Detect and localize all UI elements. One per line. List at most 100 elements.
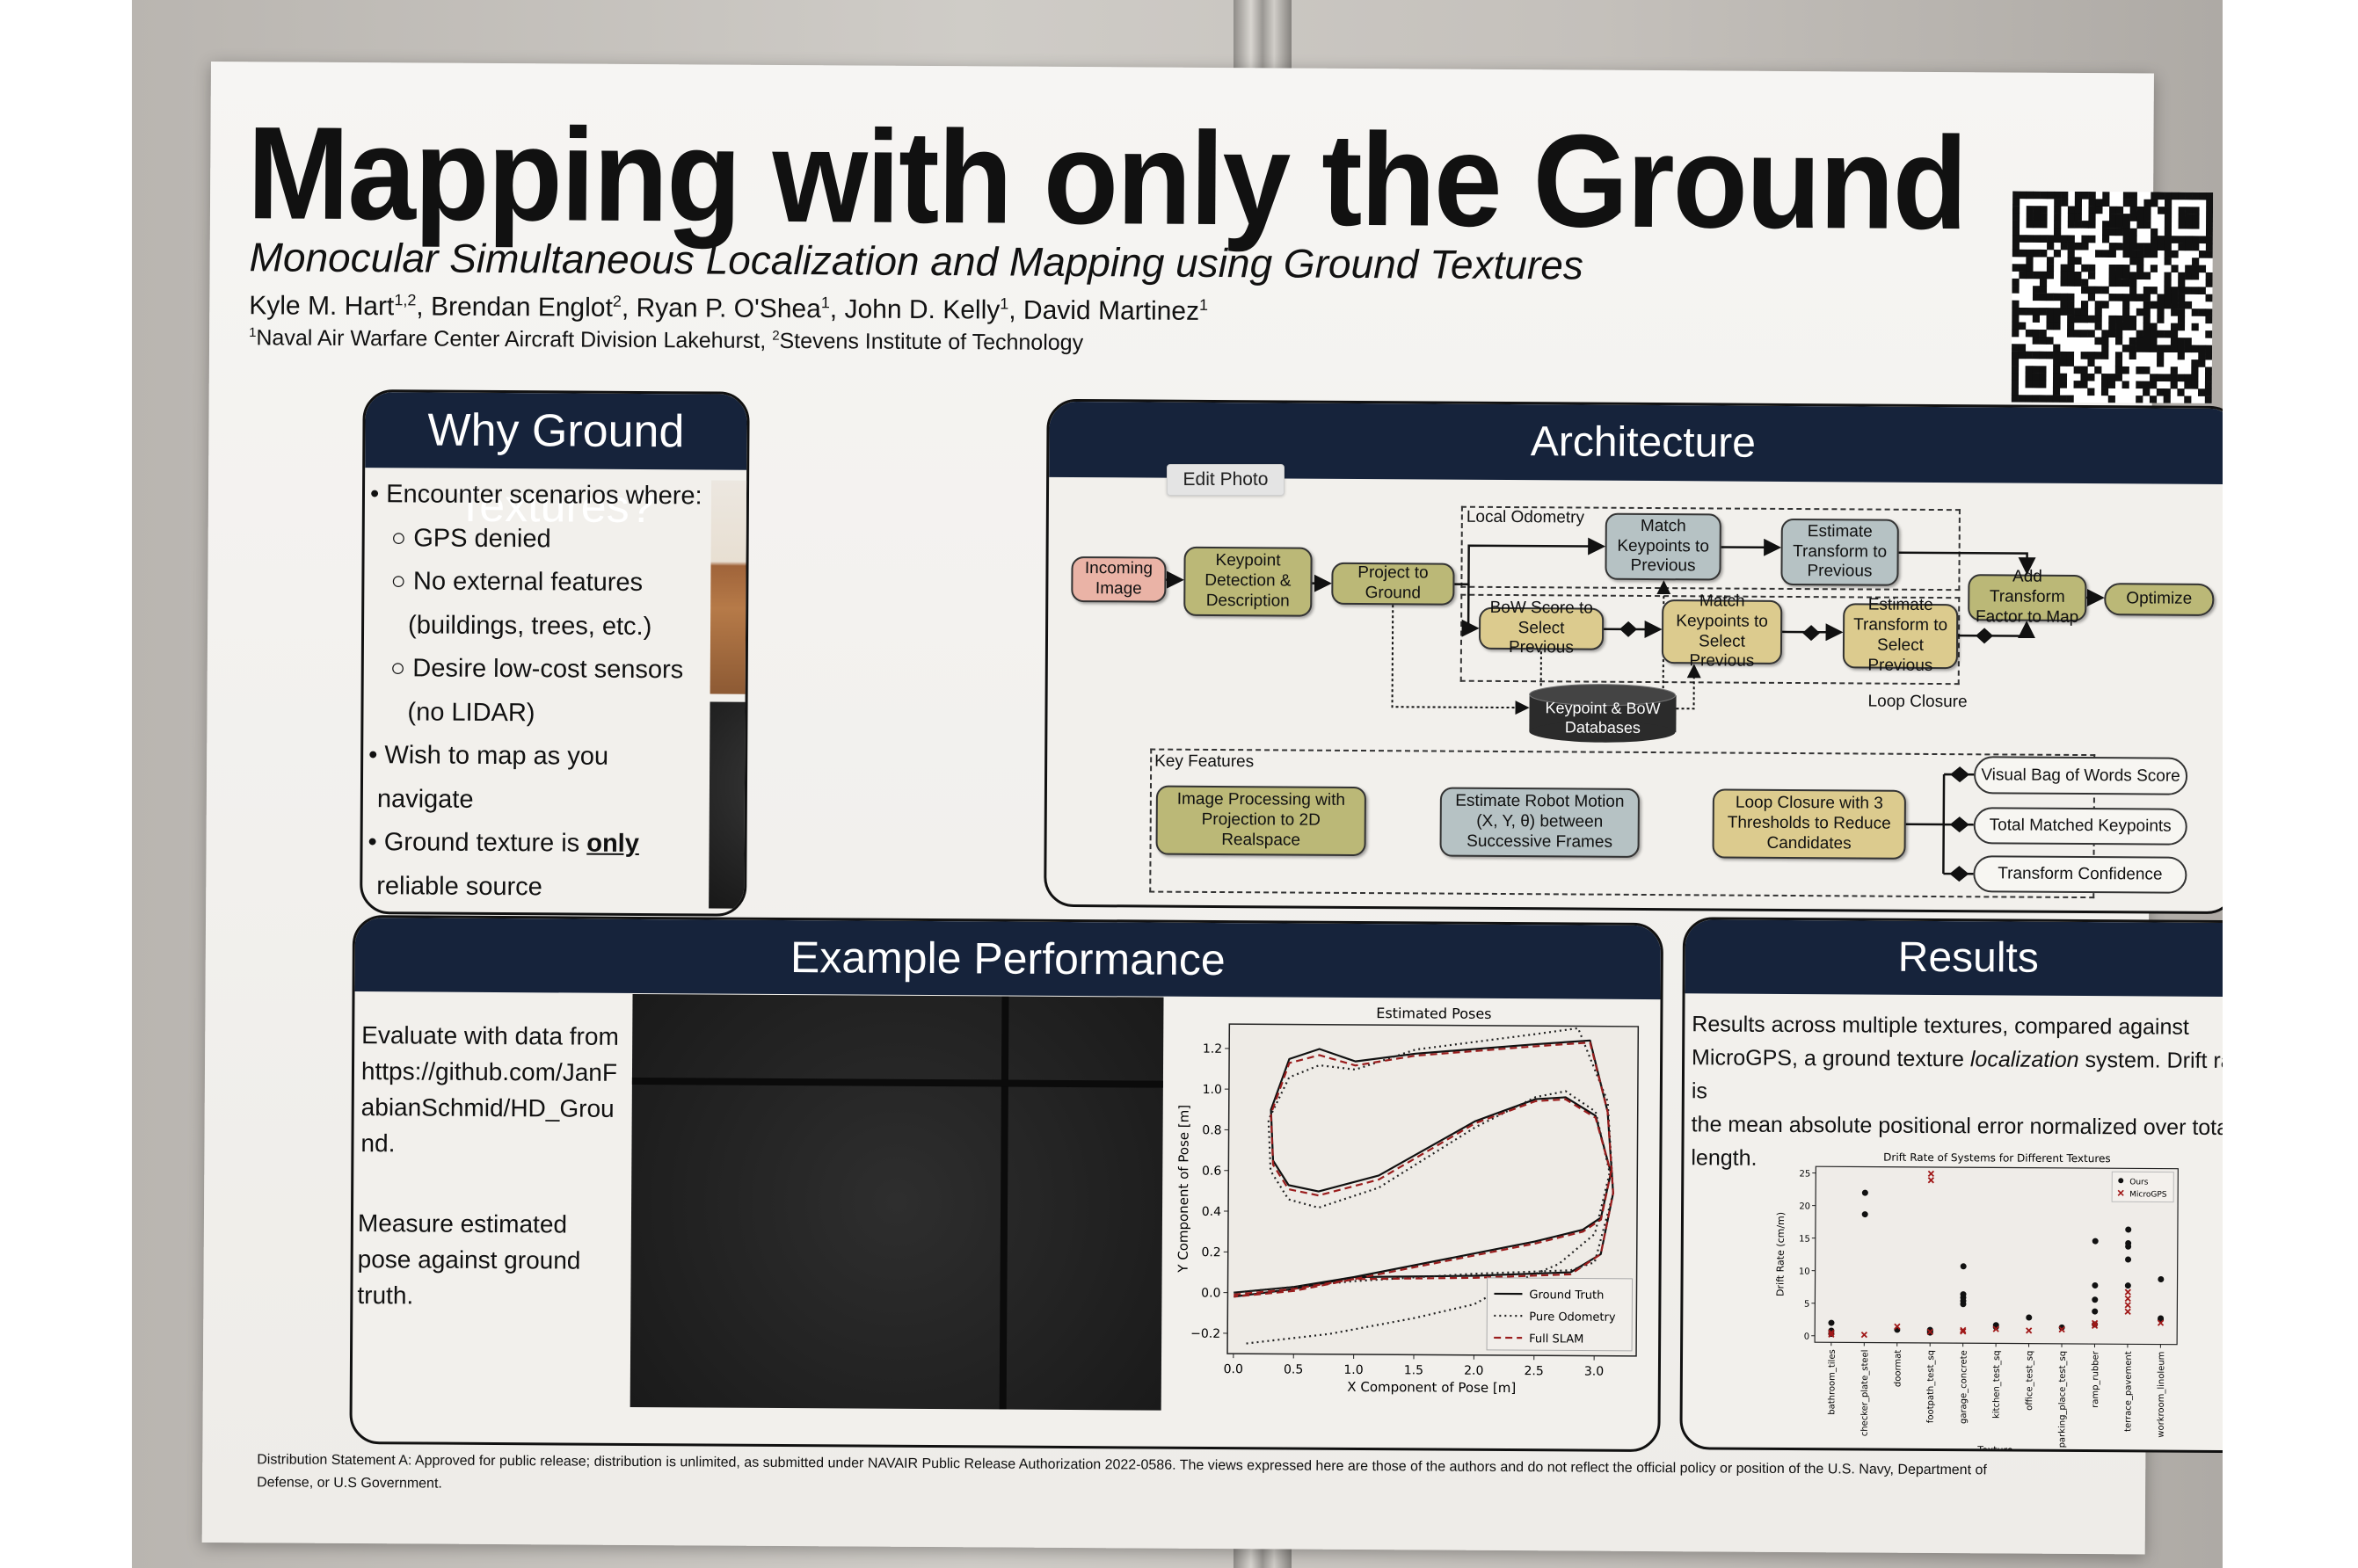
github-link[interactable]: https://github.com/JanF xyxy=(360,1057,618,1086)
point-microgps xyxy=(1960,1328,1967,1335)
point-microgps xyxy=(1926,1328,1933,1336)
feature-robot-motion: Estimate Robot Motion (X, Y, θ) between … xyxy=(1439,787,1640,858)
legend-label: Ground Truth xyxy=(1529,1289,1604,1303)
distribution-statement: Distribution Statement A: Approved for p… xyxy=(257,1452,1987,1492)
point-ours xyxy=(2092,1281,2099,1289)
affiliations: 1Naval Air Warfare Center Aircraft Divis… xyxy=(249,325,1083,356)
y-tick-label: 15 xyxy=(1799,1235,1810,1245)
author: Ryan P. O'Shea1, xyxy=(636,293,845,324)
edit-photo-tooltip: Edit Photo xyxy=(1167,464,1285,496)
text-line: Evaluate with data from xyxy=(361,1021,619,1050)
legend-label: Full SLAM xyxy=(1529,1332,1583,1346)
github-link-cont[interactable]: abianSchmid/HD_Grou xyxy=(360,1093,615,1122)
y-tick-label: 0.0 xyxy=(1201,1286,1220,1300)
y-tick-label: 0 xyxy=(1804,1332,1809,1342)
point-ours xyxy=(1828,1319,1835,1326)
point-ours xyxy=(2092,1296,2099,1303)
x-tick-label: garage_concrete xyxy=(1959,1350,1969,1424)
x-tick-label: terrace_pavement xyxy=(2123,1351,2134,1432)
point-ours xyxy=(2092,1238,2099,1245)
text-line: Measure estimated xyxy=(357,1209,568,1238)
why-panel: Why Ground Textures? • Encounter scenari… xyxy=(360,389,750,917)
y-tick-label: 0.8 xyxy=(1202,1123,1221,1137)
y-tick-label: 0.2 xyxy=(1201,1245,1220,1259)
node-keypoint-detection: Keypoint Detection & Description xyxy=(1183,546,1313,617)
point-ours xyxy=(2092,1308,2099,1315)
legend xyxy=(1486,1277,1634,1352)
authors: Kyle M. Hart1,2, Brendan Englot2, Ryan P… xyxy=(249,290,1208,327)
legend-label: Ours xyxy=(2129,1178,2149,1187)
point-ours xyxy=(2026,1314,2033,1321)
text-line: truth. xyxy=(357,1281,414,1310)
threshold-matched-keypoints: Total Matched Keypoints xyxy=(1973,807,2187,846)
affiliation: 1Naval Air Warfare Center Aircraft Divis… xyxy=(249,325,773,354)
node-incoming-image: Incoming Image xyxy=(1071,555,1167,603)
y-axis-label: Drift Rate (cm/m) xyxy=(1774,1212,1787,1296)
point-microgps xyxy=(2026,1327,2033,1334)
affiliation: 2Stevens Institute of Technology xyxy=(772,328,1084,356)
point-microgps xyxy=(2157,1319,2165,1326)
point-ours xyxy=(2125,1226,2132,1233)
connectors xyxy=(1166,537,2105,882)
y-tick-label: 0.6 xyxy=(1202,1165,1221,1179)
y-tick-label: 5 xyxy=(1804,1300,1809,1310)
point-ours xyxy=(2125,1243,2132,1250)
point-ours xyxy=(2125,1256,2132,1263)
github-link-end[interactable]: nd. xyxy=(360,1129,396,1158)
x-tick-label: parking_place_test_sq xyxy=(2057,1351,2068,1448)
performance-measure-text: Measure estimated pose against ground tr… xyxy=(357,1205,580,1315)
author: Kyle M. Hart1,2, xyxy=(249,291,432,322)
performance-panel: Example Performance Evaluate with data f… xyxy=(349,915,1664,1453)
x-tick-label: 3.0 xyxy=(1584,1365,1604,1379)
point-ours xyxy=(2158,1275,2165,1282)
node-estimate-transform-previous: Estimate Transform to Previous xyxy=(1780,518,1899,586)
ground-camera-image xyxy=(630,993,1164,1411)
legend-label: MicroGPS xyxy=(2129,1190,2167,1199)
point-microgps xyxy=(2124,1308,2131,1315)
database-icon xyxy=(1529,684,1677,743)
threshold-bow-score: Visual Bag of Words Score xyxy=(1973,756,2188,795)
performance-title: Example Performance xyxy=(354,918,1662,1000)
bullet-line: ○ Desire low-cost sensors xyxy=(389,654,684,685)
point-microgps xyxy=(2091,1319,2099,1327)
bullet-line: ○ No external features xyxy=(390,567,644,598)
feature-loop-closure: Loop Closure with 3 Thresholds to Reduce… xyxy=(1712,788,1906,860)
ground-texture-image xyxy=(709,701,750,911)
bullet-line: (no LIDAR) xyxy=(407,697,535,727)
point-microgps xyxy=(1992,1325,1999,1332)
node-match-keypoints-select: Match Keypoints to Select Previous xyxy=(1661,592,1783,671)
poster: Mapping with only the Ground Monocular S… xyxy=(201,62,2223,1555)
y-tick-label: 10 xyxy=(1799,1267,1810,1277)
node-estimate-transform-select: Estimate Transform to Select Previous xyxy=(1842,596,1959,675)
author: David Martinez1 xyxy=(1023,295,1209,326)
y-axis-label: Y Component of Pose [m] xyxy=(1175,1105,1192,1274)
x-axis-label: Texture xyxy=(1976,1444,2013,1453)
x-axis-label: X Component of Pose [m] xyxy=(1347,1379,1516,1396)
legend-swatch xyxy=(2118,1178,2124,1184)
y-tick-label: 1.2 xyxy=(1203,1042,1222,1056)
bullet-line: reliable source xyxy=(376,871,542,901)
point-microgps xyxy=(1860,1331,1868,1339)
series-full-slam xyxy=(1234,1042,1614,1298)
results-panel: Results Results across multiple textures… xyxy=(1679,917,2223,1454)
node-optimize: Optimize xyxy=(2104,583,2215,616)
photo: Mapping with only the Ground Monocular S… xyxy=(132,0,2223,1568)
text-line: pose against ground xyxy=(357,1245,581,1274)
x-tick-label: 2.5 xyxy=(1524,1364,1543,1378)
x-tick-label: footpath_test_sq xyxy=(1926,1350,1937,1423)
chart-title: Estimated Poses xyxy=(1376,1005,1491,1022)
node-project-to-ground: Project to Ground xyxy=(1331,562,1455,606)
why-title: Why Ground Textures? xyxy=(365,392,747,533)
poster-subtitle: Monocular Simultaneous Localization and … xyxy=(249,234,1583,288)
bullet-line: (buildings, trees, etc.) xyxy=(407,610,652,641)
bullet-line: navigate xyxy=(376,784,474,814)
point-microgps xyxy=(2058,1325,2065,1333)
text-line: the mean absolute positional error norma… xyxy=(1691,1112,2223,1141)
x-tick-label: 1.0 xyxy=(1343,1363,1363,1377)
feature-image-processing: Image Processing with Projection to 2D R… xyxy=(1155,785,1366,857)
legend-label: Pure Odometry xyxy=(1529,1310,1616,1325)
point-microgps xyxy=(1927,1177,1935,1184)
x-tick-label: bathroom_tiles xyxy=(1827,1349,1837,1415)
bullet-line: ○ GPS denied xyxy=(390,523,551,553)
